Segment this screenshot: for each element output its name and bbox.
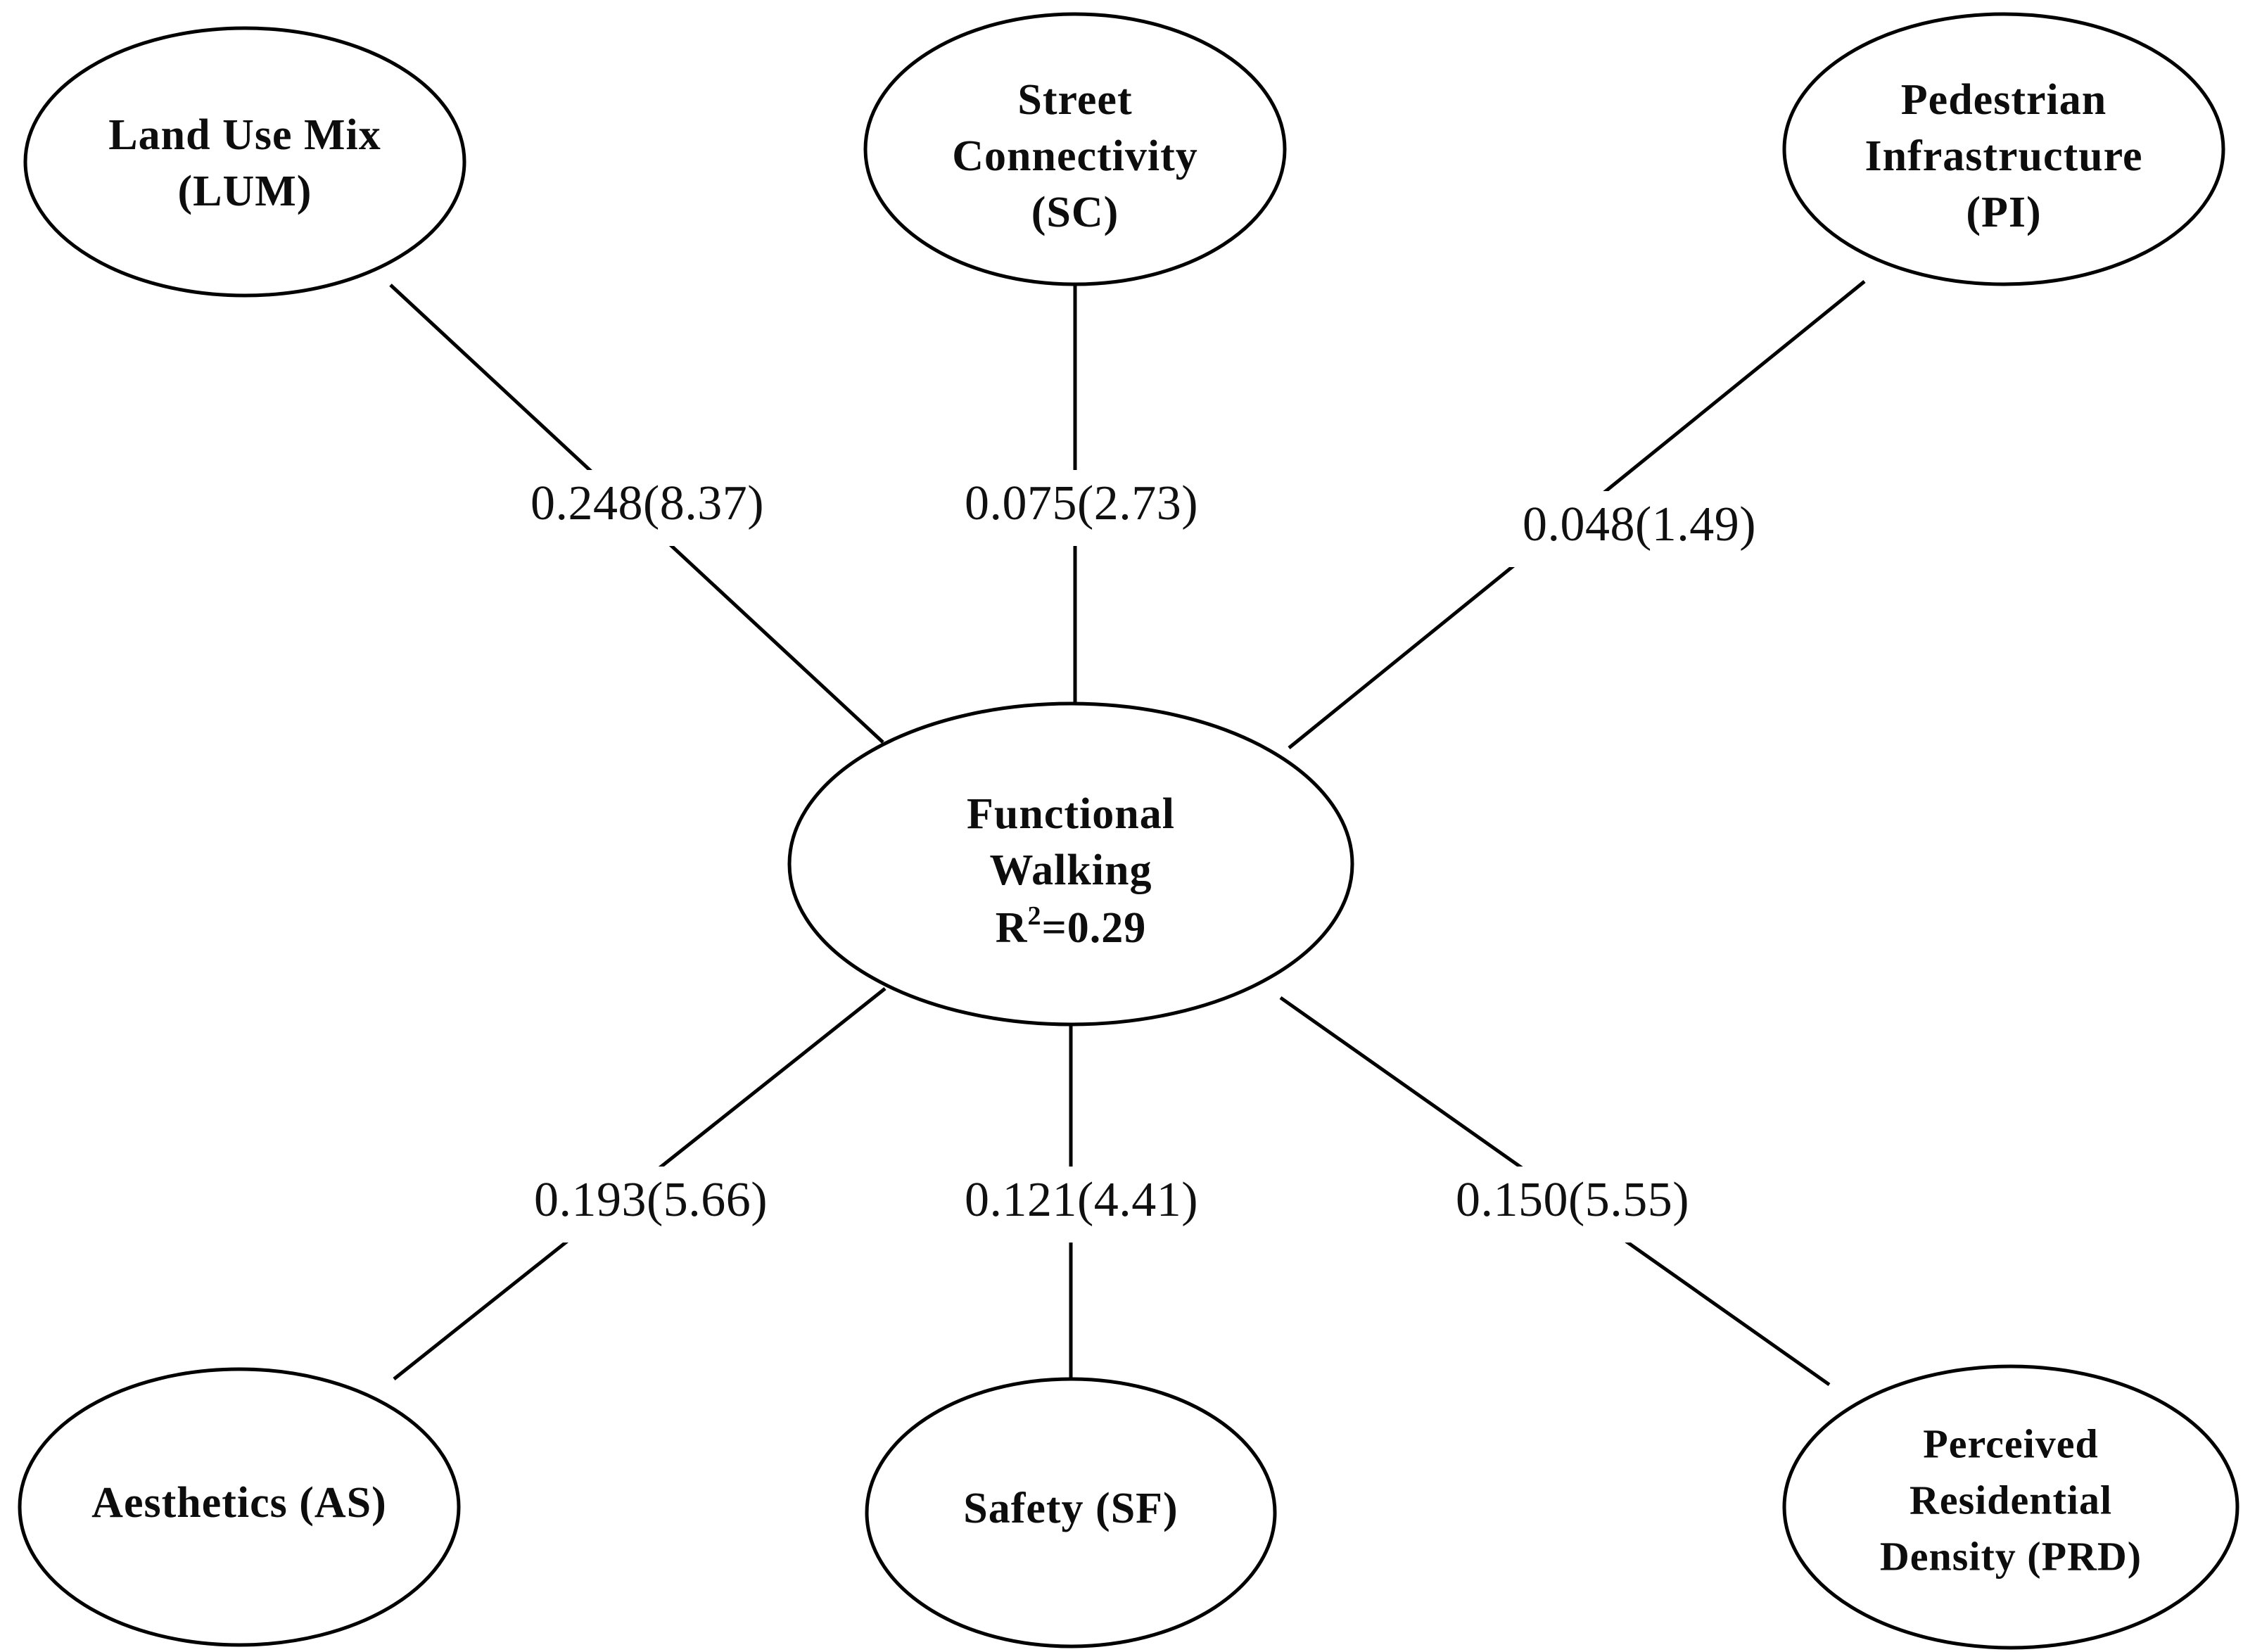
node-lum-ellipse[interactable] [23,26,466,298]
path-label-as-fw: 0.193(5.66) [534,1173,768,1227]
node-functional-walking[interactable]: Functional Walking R2=0.29 [787,701,1354,1027]
node-lum[interactable]: Land Use Mix (LUM) [23,26,466,298]
node-r-squared-sup: 2 [1027,901,1041,931]
node-lum-label-line2: (LUM) [178,167,312,215]
node-sc[interactable]: Street Connectivity (SC) [863,12,1287,286]
node-pi-label-line3: (PI) [1966,189,2041,236]
node-functional-walking-ellipse[interactable] [787,701,1354,1027]
node-sf[interactable]: Safety (SF) [865,1377,1277,1648]
node-as-label-line1: Aesthetics (AS) [91,1479,387,1527]
node-sc-label-line2: Connectivity [952,132,1198,180]
node-functional-walking-label-line2: Walking [990,846,1152,894]
path-label-prd-fw: 0.150(5.55) [1456,1173,1689,1227]
node-as-ellipse[interactable] [18,1367,461,1647]
node-lum-label-line1: Land Use Mix [108,111,381,159]
node-prd-label-line1: Perceived [1923,1421,2098,1466]
node-pi-ellipse[interactable] [1782,12,2225,286]
node-r-squared-value: =0.29 [1041,904,1146,952]
node-r-squared: R2=0.29 [996,901,1147,953]
node-as[interactable]: Aesthetics (AS) [18,1367,461,1647]
node-pi-label-line1: Pedestrian [1901,76,2107,124]
node-sf-ellipse[interactable] [865,1377,1277,1648]
node-functional-walking-label-line1: Functional [967,790,1175,838]
node-prd[interactable]: Perceived Residential Density (PRD) [1782,1364,2239,1650]
node-r-squared-prefix: R [996,904,1028,952]
path-label-pi-fw-backing [1485,491,1801,567]
path-label-sc-fw: 0.075(2.73) [965,476,1198,530]
node-prd-label-line2: Residential [1910,1477,2112,1523]
node-pi-label-line2: Infrastructure [1864,132,2142,180]
node-prd-label-line3: Density (PRD) [1880,1533,2142,1579]
node-sf-label-line1: Safety (SF) [963,1485,1178,1532]
node-sc-label-line3: (SC) [1031,189,1119,236]
path-label-lum-fw: 0.248(8.37) [530,476,764,530]
node-sc-ellipse[interactable] [863,12,1287,286]
path-label-sf-fw-backing [927,1167,1244,1243]
path-label-sc-fw-backing [927,470,1244,546]
path-label-prd-fw-backing [1418,1167,1734,1243]
path-label-sf-fw: 0.121(4.41) [965,1173,1198,1227]
node-prd-ellipse[interactable] [1782,1364,2239,1650]
node-sc-label-line1: Street [1017,76,1132,124]
node-pi[interactable]: Pedestrian Infrastructure (PI) [1782,12,2225,286]
path-label-as-fw-backing [496,1167,813,1243]
path-label-pi-fw: 0.048(1.49) [1523,497,1756,552]
path-labels-group: 0.248(8.37) 0.075(2.73) 0.048(1.49) 0.19… [496,470,1801,1243]
path-label-lum-fw-backing [496,470,813,546]
